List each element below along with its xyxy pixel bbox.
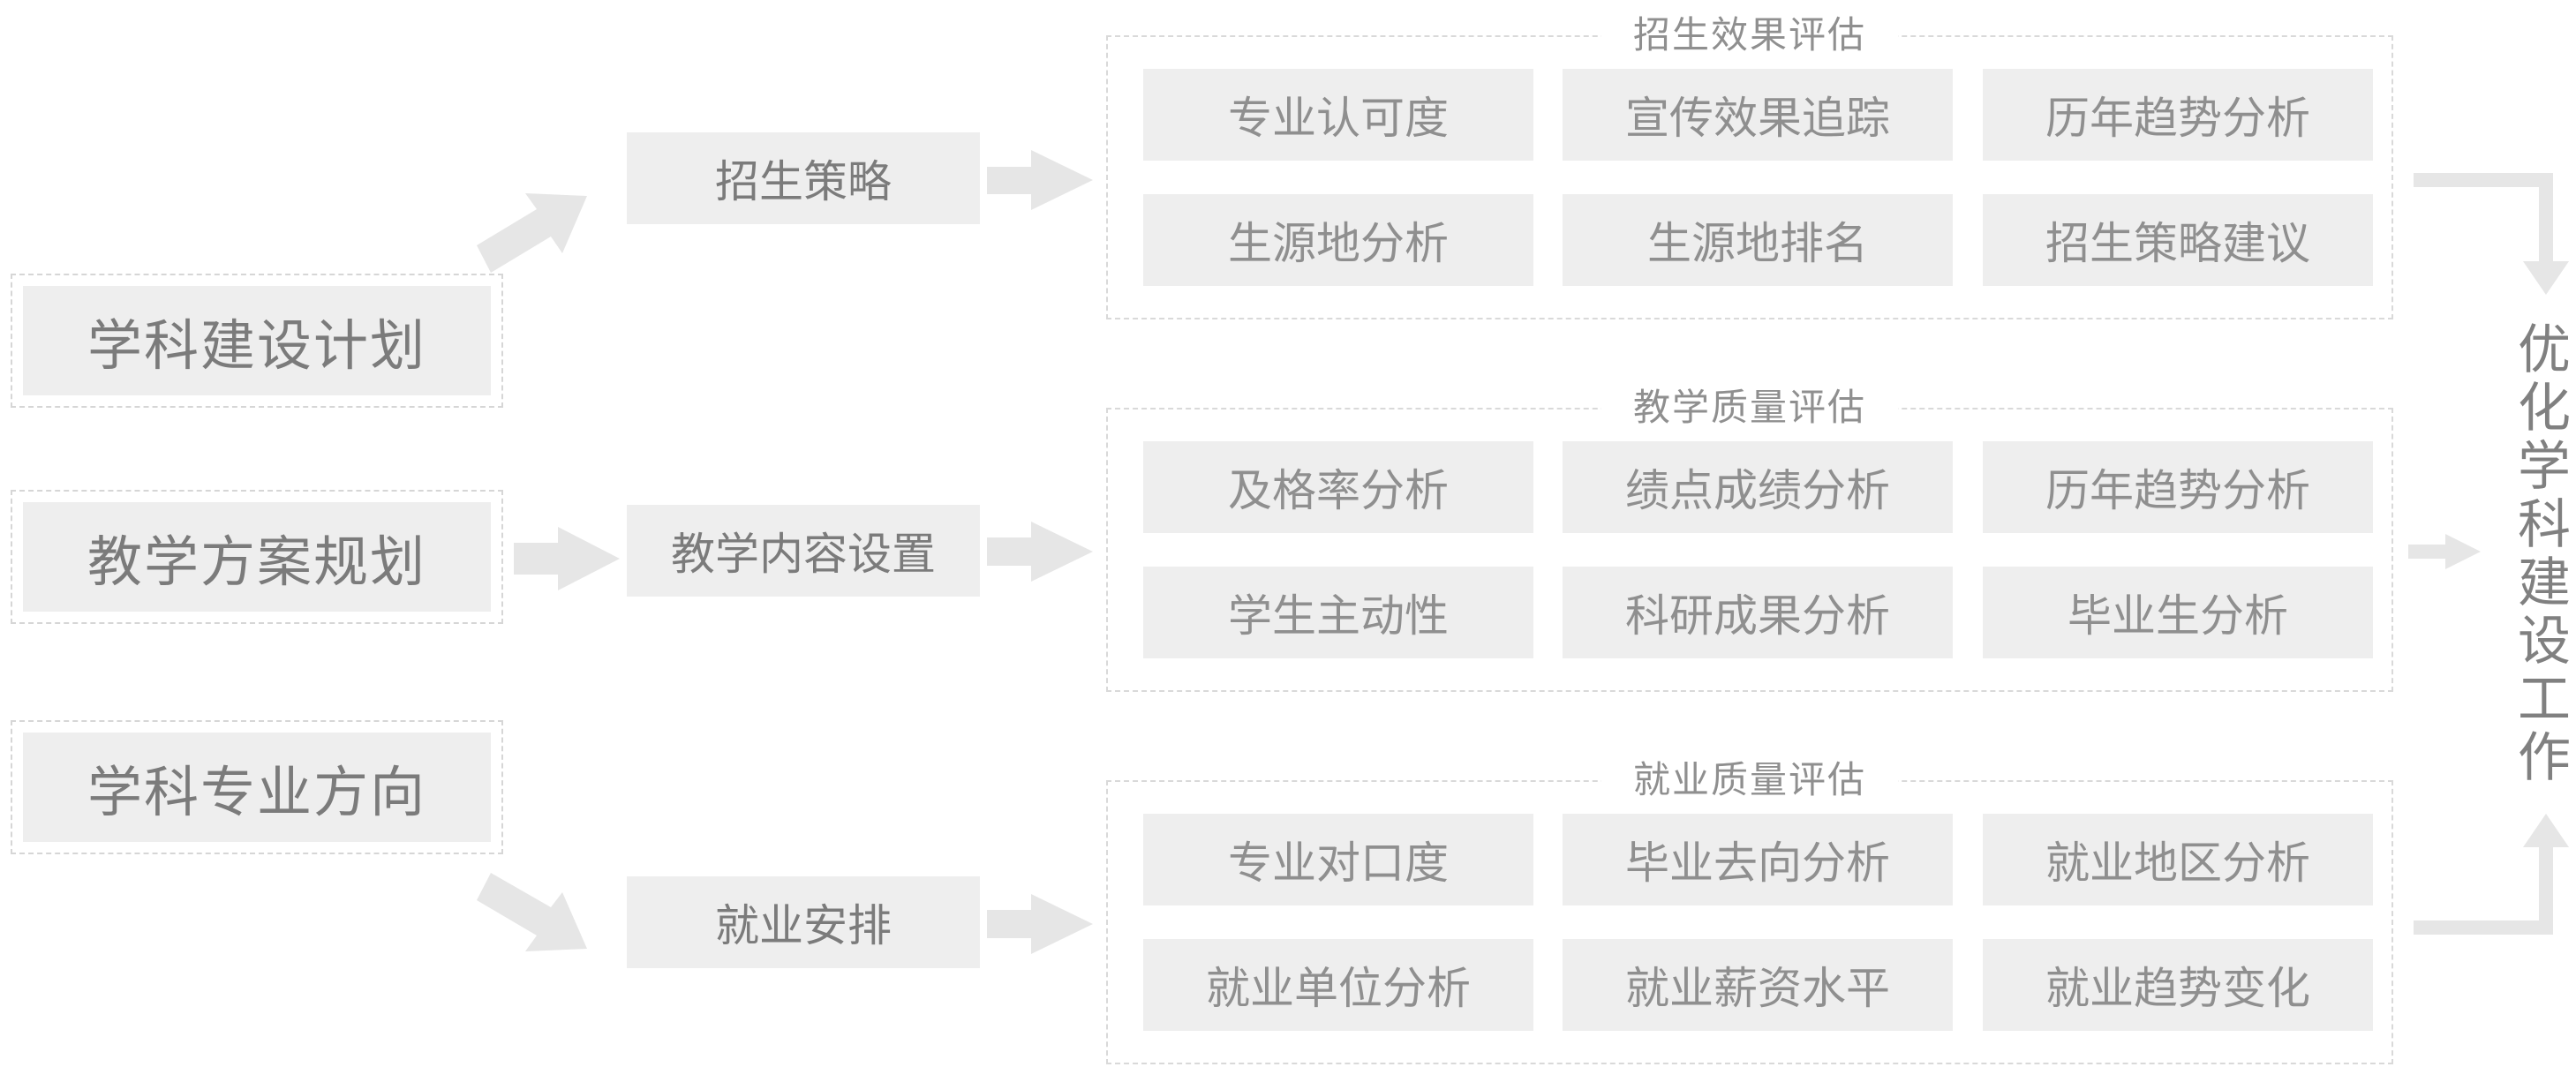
plan-label-discipline: 学科建设计划 [23,286,491,395]
eval-item: 毕业生分析 [1983,567,2373,658]
plan-label-teaching: 教学方案规划 [23,502,491,612]
eval-item: 生源地排名 [1563,194,1953,286]
mid-box-enrollment-strategy: 招生策略 [627,132,980,224]
eval-item: 历年趋势分析 [1983,441,2373,533]
arrow-right [987,150,1093,210]
eval-item: 专业认可度 [1143,69,1533,161]
eval-item: 及格率分析 [1143,441,1533,533]
result-char: 化 [2518,378,2571,440]
plan-label-direction: 学科专业方向 [23,733,491,842]
eval-item: 绩点成绩分析 [1563,441,1953,533]
mid-box-teaching-content: 教学内容设置 [627,505,980,597]
result-char: 作 [2518,727,2571,789]
arrow-elbow-down [2414,173,2569,295]
result-char: 科 [2518,494,2571,556]
result-char: 学 [2518,436,2571,498]
arrow-diagonal-down [477,873,587,951]
result-char: 建 [2518,552,2571,614]
arrow-diagonal-up [477,193,587,273]
plan-box-discipline: 学科建设计划 [11,274,503,408]
eval-item: 就业地区分析 [1983,814,2373,905]
result-char: 工 [2518,669,2571,731]
eval-item: 毕业去向分析 [1563,814,1953,905]
eval-item: 就业趋势变化 [1983,939,2373,1031]
eval-item: 招生策略建议 [1983,194,2373,286]
group-teaching-evaluation: 教学质量评估 及格率分析 绩点成绩分析 历年趋势分析 学生主动性 科研成果分析 … [1106,385,2393,692]
result-char: 优 [2518,319,2571,381]
eval-item: 就业薪资水平 [1563,939,1953,1031]
arrow-right [514,527,620,590]
result-optimize-discipline: 优化学科建设工作 [2509,321,2576,787]
group-title: 招生效果评估 [1601,12,1898,58]
mid-box-employment-arrangement: 就业安排 [627,876,980,968]
plan-box-teaching: 教学方案规划 [11,490,503,624]
arrow-right [2408,534,2481,569]
eval-item: 学生主动性 [1143,567,1533,658]
eval-item: 专业对口度 [1143,814,1533,905]
eval-item: 就业单位分析 [1143,939,1533,1031]
group-employment-evaluation: 就业质量评估 专业对口度 毕业去向分析 就业地区分析 就业单位分析 就业薪资水平… [1106,757,2393,1064]
eval-item: 生源地分析 [1143,194,1533,286]
arrow-right [987,522,1093,582]
result-char: 设 [2518,611,2571,673]
group-enrollment-evaluation: 招生效果评估 专业认可度 宣传效果追踪 历年趋势分析 生源地分析 生源地排名 招… [1106,12,2393,319]
eval-item: 宣传效果追踪 [1563,69,1953,161]
arrow-elbow-up [2414,814,2569,935]
group-title: 教学质量评估 [1601,385,1898,431]
eval-item: 科研成果分析 [1563,567,1953,658]
eval-item: 历年趋势分析 [1983,69,2373,161]
plan-box-direction: 学科专业方向 [11,720,503,854]
arrow-right [987,894,1093,954]
group-title: 就业质量评估 [1601,757,1898,803]
